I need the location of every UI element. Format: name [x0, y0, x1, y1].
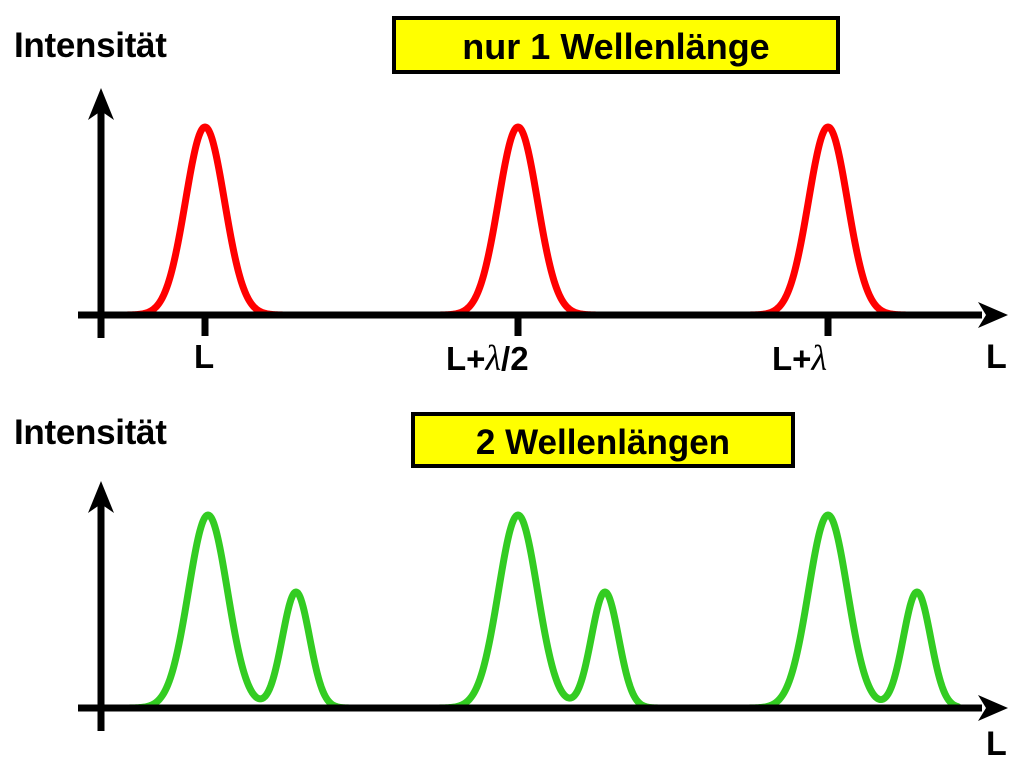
- y-axis-label-top: Intensität: [14, 26, 167, 65]
- x-axis-arrowhead: [978, 302, 1008, 328]
- x-axis-end-label-bottom: L: [986, 725, 1007, 763]
- callout-single-wavelength: nur 1 Wellenlänge: [392, 16, 840, 74]
- x-axis-end-label-top: L: [986, 338, 1007, 376]
- tick-label-L: L: [194, 338, 215, 375]
- spectrum-curve: [104, 123, 934, 319]
- y-axis-label-bottom: Intensität: [14, 413, 167, 452]
- plot-single-wavelength: [78, 88, 1008, 338]
- tick-label-L-plus-half-lambda: L+λ/2: [446, 338, 529, 378]
- spectrum-curve: [108, 511, 962, 712]
- y-axis-arrowhead: [88, 481, 114, 513]
- callout-two-wavelengths: 2 Wellenlängen: [411, 412, 795, 468]
- y-axis-arrowhead: [88, 88, 114, 120]
- tick-label-L-plus-lambda: L+λ: [772, 338, 828, 378]
- x-axis-arrowhead: [978, 695, 1008, 721]
